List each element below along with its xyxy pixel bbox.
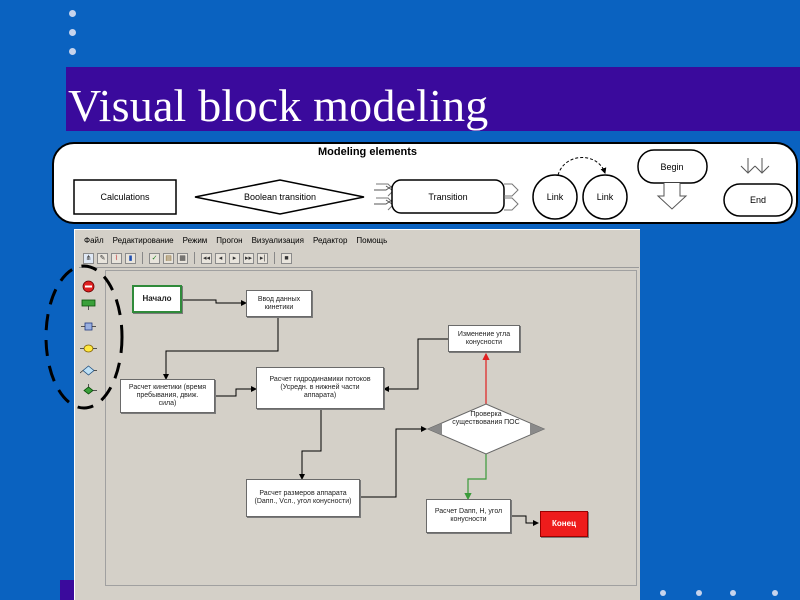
- slide-bullet: [772, 590, 778, 596]
- play-icon[interactable]: ▸: [229, 252, 240, 264]
- legend-transition-in-chevrons: [376, 183, 395, 211]
- block-palette: [75, 270, 103, 410]
- menu-help[interactable]: Помощь: [356, 236, 388, 245]
- menu-visualization[interactable]: Визуализация: [251, 236, 304, 245]
- node-check-label: Проверка существования ПОС: [452, 411, 520, 426]
- legend-begin-down-arrow: [656, 183, 688, 210]
- legend-title: Modeling elements: [318, 146, 418, 158]
- toolbar: ⋔ ✎ ⌇ ▮ ✓ ▤ ▦ ◂◂ ◂ ▸ ▸▸ ▸| ■: [83, 250, 292, 266]
- slide-bullet: [69, 48, 76, 55]
- slide-bullet: [69, 29, 76, 36]
- legend-begin-label: Begin: [660, 162, 683, 172]
- menu-editor[interactable]: Редактор: [312, 236, 348, 245]
- step-back-icon[interactable]: ◂: [215, 252, 226, 264]
- legend-link-b-shape: [582, 174, 628, 220]
- node-end[interactable]: Конец: [540, 511, 588, 537]
- begin-node-icon[interactable]: [80, 280, 97, 293]
- boolean-node-icon[interactable]: [80, 364, 97, 377]
- book-icon[interactable]: ▤: [163, 252, 174, 264]
- check-icon[interactable]: ✓: [149, 252, 160, 264]
- legend-link-a-label: Link: [547, 192, 564, 202]
- flow-connectors: [163, 299, 546, 526]
- grid-icon[interactable]: ▦: [177, 252, 188, 264]
- node-kinetics-calc[interactable]: Расчет кинетики (время пребывания, движ.…: [120, 379, 215, 413]
- node-hydro-calc[interactable]: Расчет гидродинамики потоков (Усредн. в …: [256, 367, 384, 409]
- bar-chart-icon[interactable]: ▮: [125, 252, 136, 264]
- menu-run[interactable]: Прогон: [216, 236, 243, 245]
- connector-sizes-check: [360, 426, 427, 498]
- connector-kinetics-hydro: [215, 386, 257, 397]
- toolbar-separator: [194, 252, 195, 264]
- legend-end-shape: [723, 183, 793, 217]
- decorative-bar: [60, 580, 74, 600]
- chart-icon[interactable]: ⌇: [111, 252, 122, 264]
- slide-bullet: [69, 10, 76, 17]
- connector-check-dapp: [464, 452, 487, 501]
- legend-calculations-shape: [73, 179, 177, 215]
- link-node-icon[interactable]: [80, 342, 97, 355]
- decision-diamond-right-tip: [530, 423, 544, 435]
- slide-bullet: [696, 590, 702, 596]
- transition-node-icon[interactable]: [80, 320, 97, 333]
- modeling-app-window: Файл Редактирование Режим Прогон Визуали…: [74, 229, 640, 600]
- calc-node-icon[interactable]: [80, 298, 97, 311]
- legend-end-label: End: [750, 195, 766, 205]
- menu-bar: Файл Редактирование Режим Прогон Визуали…: [83, 234, 388, 248]
- node-input-kinetics[interactable]: Ввод данных кинетики: [246, 290, 312, 317]
- legend-transition-in-arrows: [374, 185, 393, 205]
- stop-icon[interactable]: ■: [281, 252, 292, 264]
- slide-bullet: [660, 590, 666, 596]
- toolbar-separator: [142, 252, 143, 264]
- slide-title: Visual block modeling: [68, 80, 489, 131]
- node-sizes-calc[interactable]: Расчет размеров аппарата (Dапп., Vсл., у…: [246, 479, 360, 517]
- legend-link-b-label: Link: [597, 192, 614, 202]
- rewind-icon[interactable]: ◂◂: [201, 252, 212, 264]
- diagram-canvas[interactable]: Начало Ввод данных кинетики Расчет кинет…: [105, 270, 637, 586]
- legend-link-dashed-arrow: [557, 157, 607, 176]
- end-node-icon[interactable]: [80, 384, 97, 397]
- node-dapp-calc[interactable]: Расчет Dапп, Н, угол конусности: [426, 499, 511, 533]
- legend-end-in-arrows: [740, 158, 770, 174]
- node-start[interactable]: Начало: [132, 285, 182, 313]
- slide-bullet: [730, 590, 736, 596]
- fast-forward-icon[interactable]: ▸▸: [243, 252, 254, 264]
- connector-hydro-sizes: [299, 409, 322, 480]
- decision-diamond-left-tip: [428, 423, 442, 435]
- end-icon[interactable]: ▸|: [257, 252, 268, 264]
- menu-edit[interactable]: Редактирование: [112, 236, 174, 245]
- legend-boolean-shape: [194, 179, 365, 215]
- connector-input-kinetics: [163, 317, 279, 380]
- node-angle-change[interactable]: Изменение угла конусности: [448, 325, 520, 352]
- menu-mode[interactable]: Режим: [182, 236, 208, 245]
- edit-icon[interactable]: ✎: [97, 252, 108, 264]
- legend-link-a-shape: [532, 174, 578, 220]
- toolbar-separator: [274, 252, 275, 264]
- legend-transition-out-chevrons: [504, 183, 519, 211]
- toolbar-divider: [79, 267, 639, 268]
- legend-boolean-label: Boolean transition: [244, 192, 316, 202]
- connector-start-input: [182, 299, 247, 306]
- legend-calculations-label: Calculations: [100, 192, 150, 202]
- connector-angle-hydro: [383, 338, 448, 392]
- menu-file[interactable]: Файл: [84, 236, 104, 245]
- connector-dapp-end: [511, 515, 539, 526]
- legend-diagram: Calculations Boolean transition Transiti…: [73, 149, 793, 220]
- legend-transition-label: Transition: [428, 192, 467, 202]
- title-band: [66, 67, 800, 131]
- network-icon[interactable]: ⋔: [83, 252, 94, 264]
